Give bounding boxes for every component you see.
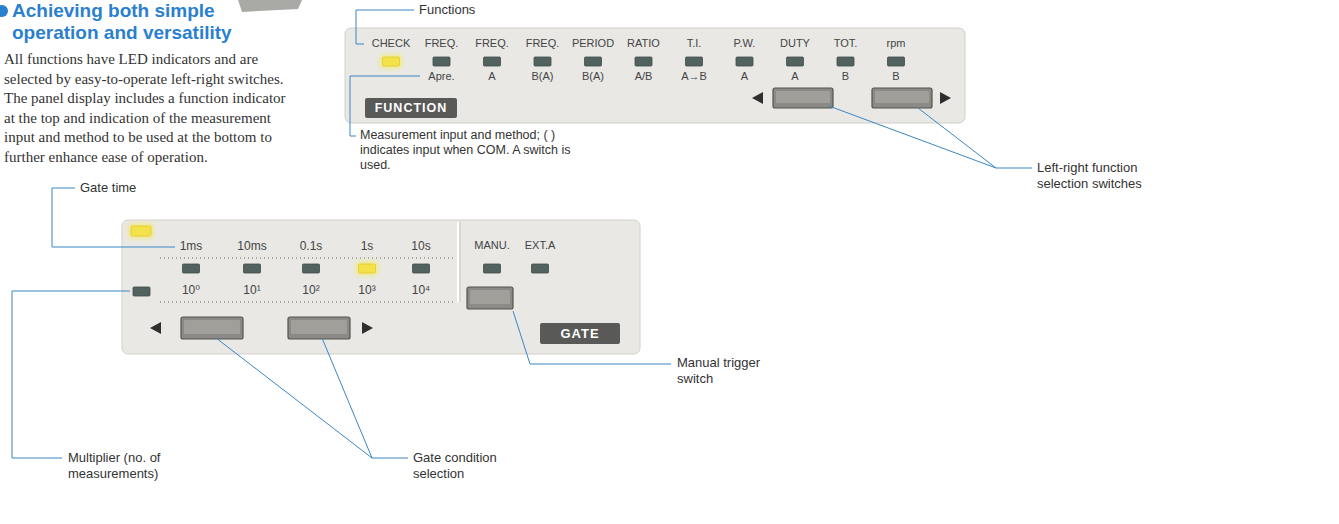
push-switch-face	[291, 320, 347, 334]
led	[433, 57, 450, 66]
led	[484, 264, 501, 273]
input-method: A	[791, 70, 798, 83]
led-lit	[359, 264, 376, 273]
gate-panel	[122, 220, 640, 354]
input-method: Apre.	[428, 70, 454, 83]
led	[534, 57, 551, 66]
led	[585, 57, 602, 66]
gate-setting: 10ms	[237, 239, 266, 253]
left-arrow	[150, 322, 161, 334]
leader-line	[52, 188, 175, 247]
leader-line	[918, 108, 996, 168]
multiplier-value: 10³	[358, 283, 375, 297]
led	[686, 57, 703, 66]
led-lit	[383, 57, 400, 66]
panel-badge: GATE	[540, 323, 620, 344]
callout-text: Left-right function selection switches	[1037, 160, 1159, 191]
badge-text: GATE	[560, 326, 599, 341]
function-name: FREQ.	[425, 37, 459, 50]
push-switch-face	[776, 91, 830, 103]
panel-divider	[457, 222, 459, 302]
leader-line	[216, 338, 408, 458]
dotted-rule	[160, 258, 455, 259]
multiplier-value: 10²	[302, 283, 319, 297]
led	[244, 264, 261, 273]
led	[133, 287, 150, 296]
function-name: DUTY	[780, 37, 810, 50]
function-name: CHECK	[372, 37, 411, 50]
right-arrow	[940, 92, 951, 104]
gate-setting: EXT.A	[525, 239, 556, 252]
leader-line	[12, 291, 130, 458]
led	[532, 264, 549, 273]
function-name: rpm	[887, 37, 906, 50]
body-text: All functions have LED indicators and ar…	[4, 50, 296, 167]
led	[736, 57, 753, 66]
callout-text: Measurement input and method; ( ) indica…	[360, 128, 572, 173]
push-switch-face	[875, 91, 929, 103]
right-arrow	[362, 322, 373, 334]
callout-text: Gate condition selection	[413, 450, 515, 481]
input-method: A→B	[681, 70, 707, 83]
title-bullet	[0, 5, 8, 17]
input-method: B(A)	[532, 70, 554, 83]
led	[303, 264, 320, 273]
input-method: B	[842, 70, 849, 83]
push-switch-face	[184, 320, 240, 334]
led	[413, 264, 430, 273]
left-arrow	[752, 92, 763, 104]
function-panel	[345, 28, 965, 123]
push-switch	[288, 317, 350, 339]
function-name: FREQ.	[526, 37, 560, 50]
push-switch	[181, 317, 243, 339]
multiplier-value: 10⁴	[412, 283, 431, 297]
led	[183, 264, 200, 273]
led	[787, 57, 804, 66]
badge-text: FUNCTION	[375, 101, 448, 115]
led	[635, 57, 652, 66]
led	[837, 57, 854, 66]
callout-text: Multiplier (no. of measurements)	[68, 450, 206, 481]
multiplier-value: 10⁰	[182, 283, 200, 297]
leader-line	[829, 106, 1032, 168]
panel-badge: FUNCTION	[365, 98, 458, 118]
input-method: B(A)	[582, 70, 604, 83]
led-glow	[381, 55, 402, 68]
led-lit	[131, 226, 151, 236]
function-name: PERIOD	[572, 37, 614, 50]
callout-text: Gate time	[80, 180, 136, 196]
callout-text: Manual trigger switch	[677, 355, 781, 386]
leader-line	[513, 311, 671, 364]
push-switch-face	[470, 290, 510, 304]
function-name: TOT.	[834, 37, 858, 50]
gate-setting: 1ms	[180, 239, 203, 253]
panel-divider	[460, 222, 461, 302]
heading: Achieving both simple operation and vers…	[12, 0, 302, 44]
input-method: A	[741, 70, 748, 83]
multiplier-value: 10¹	[243, 283, 260, 297]
device-fragment	[238, 0, 302, 12]
input-method: B	[892, 70, 899, 83]
function-name: RATIO	[627, 37, 660, 50]
gate-setting: 0.1s	[300, 239, 323, 253]
function-name: P.W.	[734, 37, 756, 50]
input-method: A	[488, 70, 495, 83]
led-glow	[357, 262, 378, 275]
dotted-rule	[160, 302, 455, 303]
gate-setting: 1s	[361, 239, 374, 253]
led	[888, 57, 905, 66]
function-name: T.I.	[687, 37, 702, 50]
gate-setting: MANU.	[474, 239, 509, 252]
gate-setting: 10s	[411, 239, 430, 253]
led-glow	[129, 224, 153, 238]
leader-line	[322, 338, 372, 458]
push-switch	[872, 88, 932, 108]
callout-text: Functions	[419, 2, 475, 18]
input-method: A/B	[635, 70, 653, 83]
led	[484, 57, 501, 66]
push-switch	[467, 287, 513, 309]
push-switch	[773, 88, 833, 108]
function-name: FREQ.	[475, 37, 509, 50]
